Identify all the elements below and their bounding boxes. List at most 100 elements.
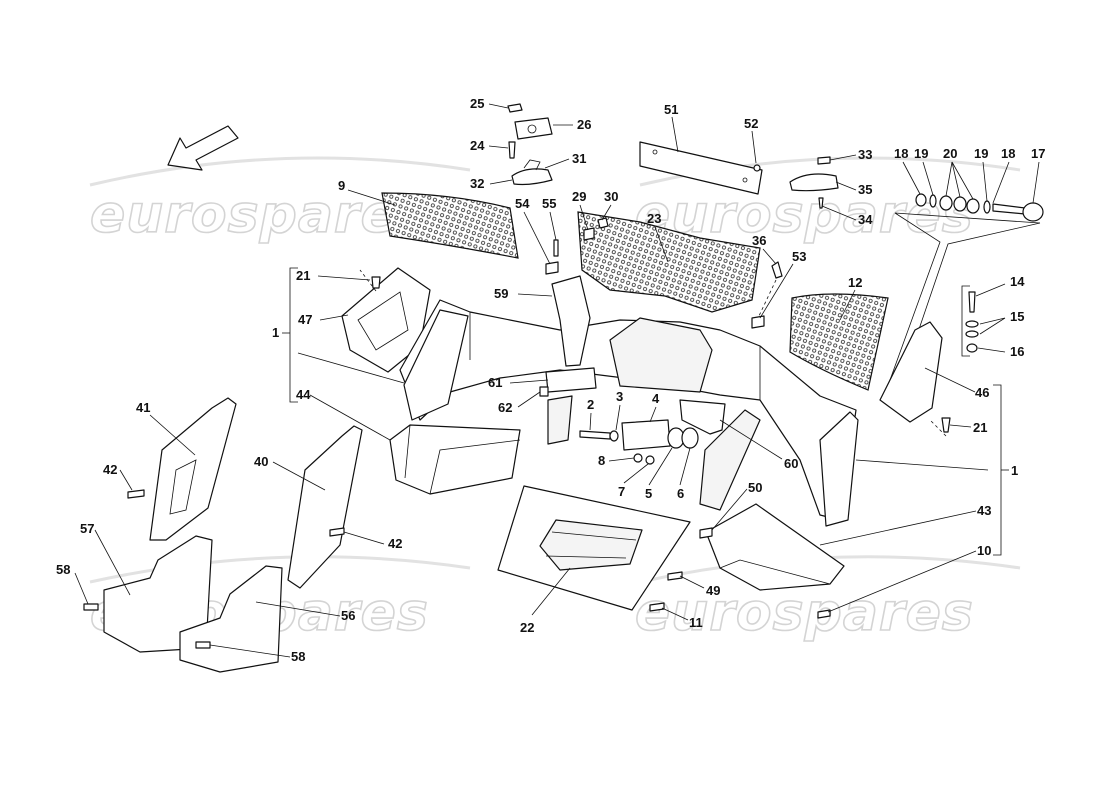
callout-50: 50	[748, 480, 762, 495]
part-44-air-duct	[389, 424, 521, 495]
callout-26: 26	[577, 117, 591, 132]
callout-17: 17	[1031, 146, 1045, 161]
part-7-washer	[645, 455, 655, 465]
callout-16: 16	[1010, 344, 1024, 359]
callout-labels: 25 26 24 31 32 51 52 33 35 34 18 19 20 1…	[56, 96, 1045, 664]
group-14-16-bracket	[961, 285, 970, 357]
callout-21-left: 21	[296, 268, 310, 283]
part-6-ring	[681, 427, 699, 449]
part-11-bolt	[649, 602, 665, 612]
part-21-screw-left	[371, 276, 381, 289]
part-3-washer	[609, 430, 619, 442]
callout-35: 35	[858, 182, 872, 197]
callout-52: 52	[744, 116, 758, 131]
callout-55: 55	[542, 196, 556, 211]
callout-32: 32	[470, 176, 484, 191]
callout-9: 9	[338, 178, 345, 193]
leader-lines	[74, 103, 1040, 658]
part-26-bracket-box	[514, 117, 553, 140]
part-16-nut	[966, 343, 978, 353]
part-30-screw	[597, 217, 609, 229]
callout-58-left: 58	[56, 562, 70, 577]
callout-58-right: 58	[291, 649, 305, 664]
callout-6: 6	[677, 486, 684, 501]
part-4-plate	[621, 419, 671, 451]
part-14-bolt	[968, 291, 976, 313]
callout-47: 47	[298, 312, 312, 327]
callout-10: 10	[977, 543, 991, 558]
part-58-bolt-right	[195, 641, 211, 649]
part-49-bolt	[667, 571, 683, 581]
part-61-bracket	[545, 367, 597, 393]
part-24-bolt	[508, 141, 516, 159]
part-53-clip	[751, 315, 765, 329]
callout-19-a: 19	[914, 146, 928, 161]
callout-24: 24	[470, 138, 485, 153]
part-9-mesh-grille	[381, 192, 519, 259]
callout-49: 49	[706, 583, 720, 598]
part-15-washer-2	[965, 330, 979, 338]
part-36-bolt	[771, 261, 783, 279]
part-23-mesh-grille	[577, 211, 761, 313]
callout-57: 57	[80, 521, 94, 536]
callout-33: 33	[858, 147, 872, 162]
callout-22: 22	[520, 620, 534, 635]
part-1-bumper-right-end	[819, 411, 859, 527]
part-51-plate	[639, 141, 763, 195]
group-1-bracket-right	[993, 384, 1002, 556]
part-50-bolt	[699, 527, 713, 539]
callout-7: 7	[618, 484, 625, 499]
group-1-bracket-left	[289, 267, 298, 403]
callout-2: 2	[587, 397, 594, 412]
callout-53: 53	[792, 249, 806, 264]
part-46-side-vent	[879, 321, 943, 423]
callout-30: 30	[604, 189, 618, 204]
part-60-spacer	[699, 409, 761, 511]
part-41-bracket	[149, 397, 237, 541]
part-52-screw	[753, 164, 761, 172]
watermark-bottom-right: eurospares	[635, 583, 974, 643]
part-55-screw	[553, 239, 559, 257]
watermark-top-left: eurospares	[90, 185, 429, 245]
callout-19-b: 19	[974, 146, 988, 161]
callout-12: 12	[848, 275, 862, 290]
callout-14: 14	[1010, 274, 1025, 289]
part-60-bracket	[679, 399, 726, 435]
callout-44: 44	[296, 387, 311, 402]
callout-4: 4	[652, 391, 660, 406]
callout-8: 8	[598, 453, 605, 468]
callout-1-left: 1	[272, 325, 279, 340]
callout-41: 41	[136, 400, 150, 415]
callout-18-b: 18	[1001, 146, 1015, 161]
part-29-nut	[583, 227, 595, 241]
part-12-mesh-grille	[789, 293, 889, 391]
part-17-20-bolt-set	[915, 193, 1044, 222]
parts-drawing	[83, 103, 1044, 673]
callout-23: 23	[647, 211, 661, 226]
callout-5: 5	[645, 486, 652, 501]
part-57-flap	[103, 535, 213, 653]
callout-25: 25	[470, 96, 484, 111]
part-42-bolt-right	[329, 527, 345, 537]
part-2-bolt	[579, 430, 611, 440]
part-8-nut	[633, 453, 643, 463]
part-58-bolt-left	[83, 603, 99, 611]
callout-51: 51	[664, 102, 678, 117]
callout-20: 20	[943, 146, 957, 161]
part-31-32-latch	[511, 168, 553, 186]
part-10-bolt	[817, 609, 831, 619]
callout-46: 46	[975, 385, 989, 400]
callout-60: 60	[784, 456, 798, 471]
part-54-clip	[545, 261, 559, 275]
callout-29: 29	[572, 189, 586, 204]
part-43-air-duct	[705, 503, 845, 591]
callout-21-right: 21	[973, 420, 987, 435]
callout-31: 31	[572, 151, 586, 166]
part-59-bracket	[551, 275, 591, 367]
part-1-side-vent-left	[403, 309, 469, 421]
callout-61: 61	[488, 375, 502, 390]
callout-56: 56	[341, 608, 355, 623]
callout-1-right: 1	[1011, 463, 1018, 478]
part-33-clip	[817, 156, 831, 165]
